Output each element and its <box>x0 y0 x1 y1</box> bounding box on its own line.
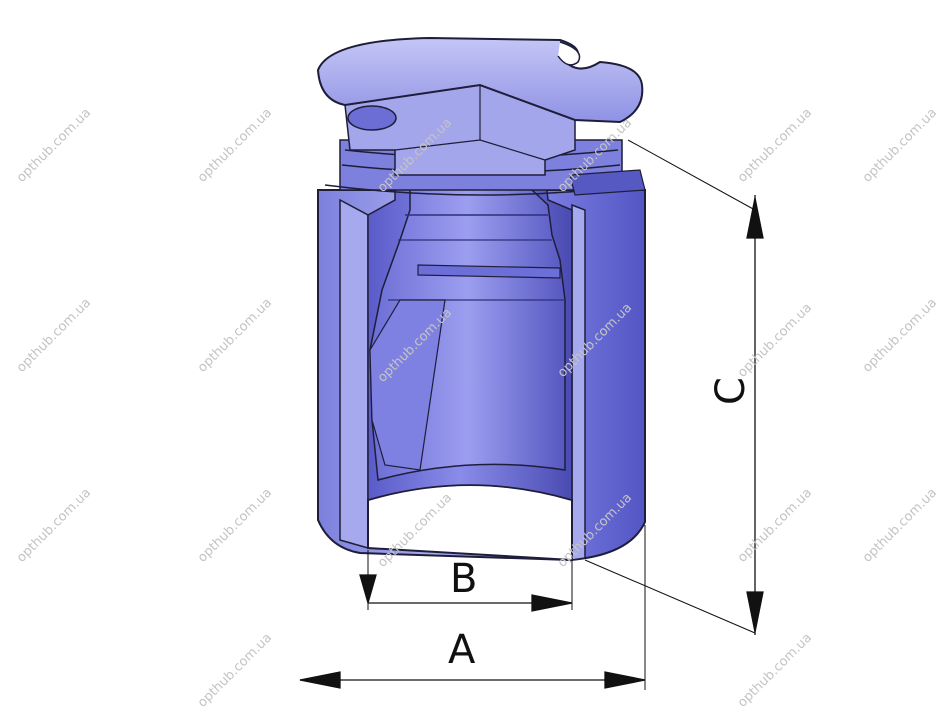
top-notch <box>557 41 581 66</box>
wall-section-left <box>339 198 369 549</box>
wall-section-right <box>571 203 586 561</box>
bottom-bore <box>367 484 573 562</box>
label-c: C <box>708 377 754 405</box>
dimension-b <box>359 550 573 612</box>
top-cup <box>347 105 397 131</box>
seal-ring <box>569 169 646 196</box>
label-b: B <box>450 556 477 602</box>
dimension-a <box>299 525 646 690</box>
label-a: A <box>448 627 476 673</box>
dimension-c <box>584 139 764 635</box>
